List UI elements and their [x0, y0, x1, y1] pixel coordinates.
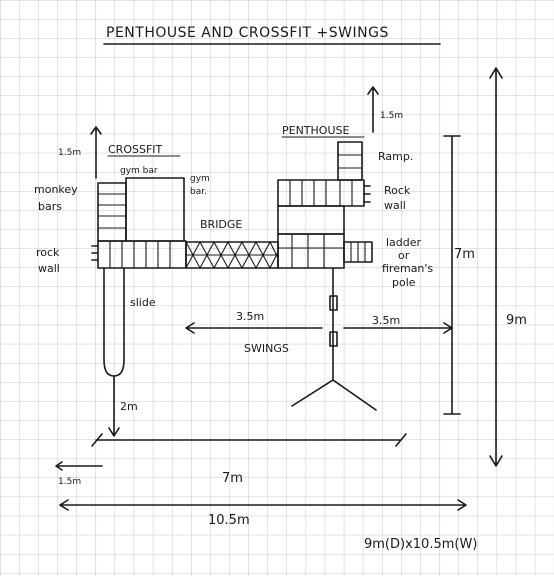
ladder-label-4: pole [392, 276, 416, 289]
diagram-title: PENTHOUSE AND CROSSFIT +SWINGS [106, 25, 389, 41]
rock-wall-holds-left [91, 245, 99, 261]
total-width-dimension [59, 499, 467, 511]
total-height-dimension [489, 67, 503, 467]
monkey-bars-label-1: monkey [34, 183, 78, 196]
ladder-label-3: fireman's [382, 262, 433, 275]
swing-frame [291, 267, 377, 411]
swing-left-label: 3.5m [236, 310, 264, 323]
rock-wall-holds-right [363, 185, 371, 203]
gym-bar-label-2b: bar. [190, 187, 207, 197]
slide-drop-arrow [108, 375, 120, 437]
crossfit-height-arrow [90, 126, 102, 179]
base-width-dimension [91, 433, 407, 447]
gym-bar-label-2a: gym [190, 174, 210, 184]
rock-wall-left-label-2: wall [38, 262, 60, 275]
rock-wall-right-label-2: wall [384, 199, 406, 212]
ladder-label-2: or [398, 249, 410, 262]
slide-offset-dimension [55, 461, 103, 471]
gym-bar-label: gym bar [120, 166, 158, 176]
total-height-label: 9m [506, 313, 527, 328]
swing-right-label: 3.5m [372, 314, 400, 327]
ramp [337, 141, 363, 181]
overall-size-label: 9m(D)x10.5m(W) [364, 537, 477, 552]
bridge-label: BRIDGE [200, 218, 242, 231]
base-width-label: 7m [222, 471, 243, 486]
total-width-label: 10.5m [208, 513, 250, 528]
penthouse-structure [277, 86, 379, 269]
platform-height-dimension [443, 135, 461, 415]
rock-wall-right-label-1: Rock [384, 184, 411, 197]
slide-drop-label: 2m [120, 400, 138, 413]
ladder-label-1: ladder [386, 236, 422, 249]
ramp-label: Ramp. [378, 150, 413, 163]
slide-offset-label: 1.5m [58, 477, 81, 487]
slide-label: slide [130, 296, 156, 309]
swings-label: SWINGS [244, 342, 289, 355]
penthouse-height-arrow [367, 86, 379, 133]
penthouse-height-label: 1.5m [380, 111, 403, 121]
crossfit-height-label: 1.5m [58, 148, 81, 158]
rock-wall-left-label-1: rock [36, 246, 60, 259]
platform-height-label: 7m [454, 247, 475, 262]
monkey-bars-label-2: bars [38, 200, 62, 213]
penthouse-label: PENTHOUSE [282, 124, 349, 137]
swing-left-dimension [185, 322, 323, 334]
crossfit-label: CROSSFIT [108, 143, 163, 156]
